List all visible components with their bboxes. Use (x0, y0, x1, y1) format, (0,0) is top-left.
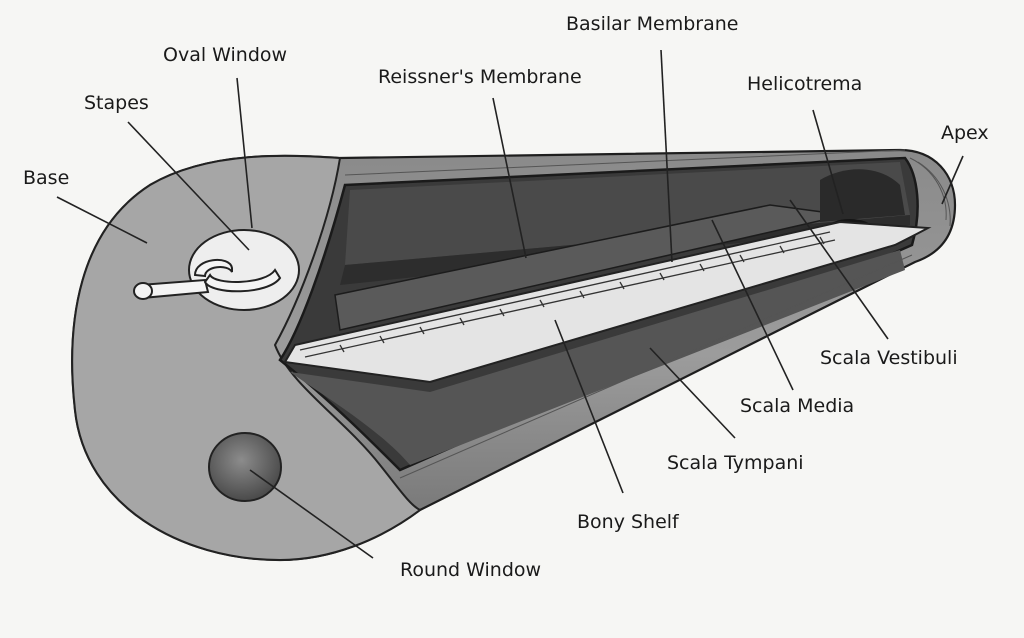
basilar-membrane-ladder (299, 231, 836, 358)
base-face (71, 154, 422, 562)
label-oval-window: Oval Window (163, 44, 288, 66)
leader-lines (56, 49, 964, 559)
label-round-window: Round Window (400, 559, 542, 581)
label-basilar-membrane: Basilar Membrane (566, 13, 739, 35)
label-base: Base (23, 167, 70, 189)
oval-window (188, 229, 300, 311)
label-scala-vestibuli: Scala Vestibuli (820, 347, 958, 369)
label-apex: Apex (941, 122, 989, 144)
round-window (208, 432, 282, 502)
label-stapes: Stapes (84, 92, 149, 114)
shell-rim-lines (344, 149, 951, 479)
bony-shelf-region (283, 220, 932, 384)
label-scala-media: Scala Media (740, 395, 855, 417)
scala-vestibuli-region (345, 162, 910, 265)
label-reissners-membrane: Reissner's Membrane (378, 66, 582, 88)
label-scala-tympani: Scala Tympani (667, 452, 804, 474)
label-helicotrema: Helicotrema (747, 73, 863, 95)
stapes (133, 258, 282, 300)
label-bony-shelf: Bony Shelf (577, 511, 679, 533)
